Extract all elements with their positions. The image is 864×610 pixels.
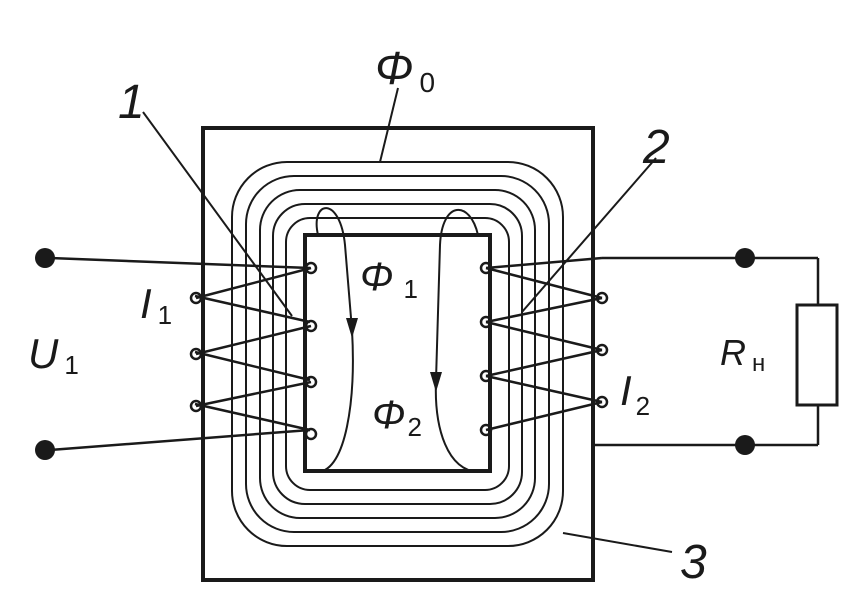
primary-winding — [49, 256, 318, 452]
label-3: 3 — [680, 536, 707, 589]
leakage-flux-1 — [315, 207, 353, 331]
flux-loop-4 — [272, 203, 523, 505]
label-1: 1 — [118, 76, 145, 129]
flux-loop-outer — [231, 161, 564, 547]
leakage-flux-2 — [435, 208, 479, 381]
leader-1 — [142, 111, 293, 317]
leader-2 — [521, 157, 657, 313]
flux-loop-3 — [259, 189, 536, 519]
secondary-terminal-top — [735, 248, 755, 268]
secondary-terminal-bottom — [735, 435, 755, 455]
leakage-flux-2-return — [434, 379, 479, 473]
primary-terminal-bottom — [35, 440, 55, 460]
flux-lines — [231, 161, 564, 547]
leader-phi0 — [379, 87, 399, 163]
label-phi2: Φ2 — [372, 393, 422, 442]
leakage-flux-1-return — [317, 329, 354, 473]
load-circuit — [745, 256, 839, 447]
load-resistor — [795, 303, 839, 407]
core-window — [303, 233, 492, 473]
flux-loop-2 — [245, 175, 550, 533]
primary-terminal-top — [35, 248, 55, 268]
flux-loop-inner — [285, 217, 510, 491]
arrow-phi1 — [346, 318, 358, 338]
label-2: 2 — [642, 121, 670, 174]
secondary-winding — [479, 256, 745, 447]
arrow-phi2 — [430, 372, 442, 392]
leader-3 — [562, 532, 673, 553]
